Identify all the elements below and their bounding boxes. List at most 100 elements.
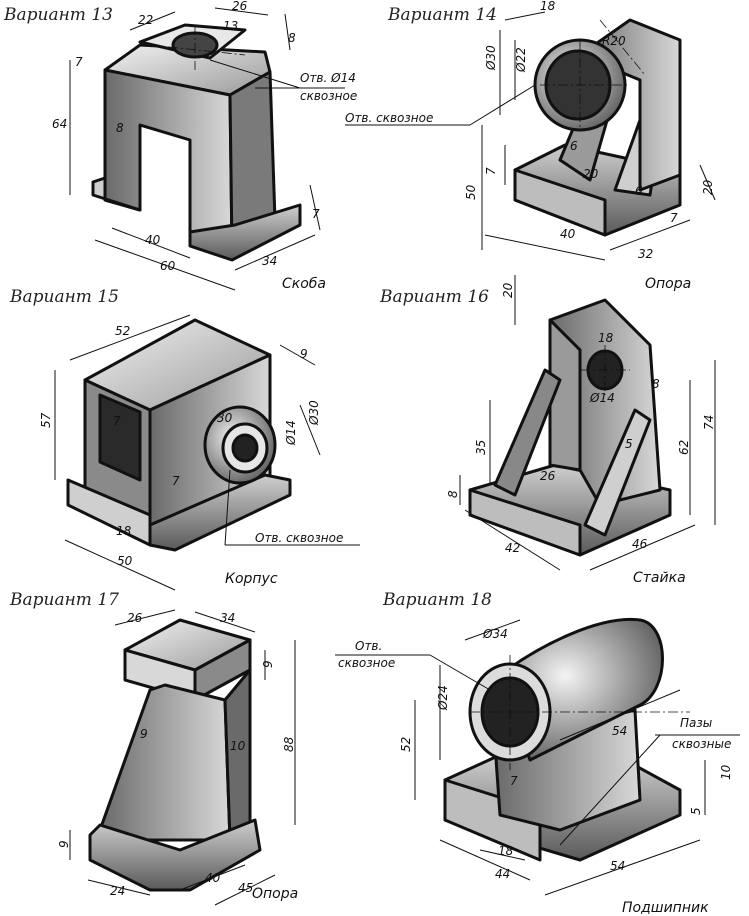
- variant-15-caption: Корпус: [225, 571, 278, 587]
- v18-dim-2: Ø24: [436, 685, 450, 711]
- v16-dim-8: 26: [540, 469, 556, 483]
- v16-dim-12: 46: [632, 537, 648, 551]
- v14-dim-3: Ø30: [484, 45, 498, 71]
- variant-15: Вариант 15 52 9 57 30 Ø14 Ø30 7: [9, 287, 360, 591]
- variant-16-dimensions: 20 18 Ø14 8 74 62 35 26 8 5 42 46: [446, 275, 716, 571]
- v13-note-2: сквозное: [300, 89, 357, 103]
- variant-18: Вариант 18 Ø34 Ø24 52: [335, 590, 740, 916]
- variant-17-dimensions: 26 34 9 9 10 88 9 24 40 45: [57, 609, 296, 906]
- variant-14-dimensions: 18 R20 Ø30 Ø22 7 50 6 20 6 40 32 7 20 От…: [345, 0, 716, 261]
- variant-18-dimensions: Ø34 Ø24 52 54 7 18 44 54 10 5 Отв. сквоз…: [335, 619, 740, 896]
- v15-dim-4: 30: [217, 411, 233, 425]
- v16-dim-5: 74: [702, 415, 716, 430]
- v18-dim-8: 54: [610, 859, 625, 873]
- v13-dim-2: 26: [232, 0, 248, 13]
- variant-18-caption: Подшипник: [622, 900, 709, 916]
- variant-17-title: Вариант 17: [9, 590, 119, 610]
- v15-note-1: Отв. сквозное: [255, 531, 343, 545]
- v18-dim-6: 18: [498, 844, 514, 858]
- variant-14-caption: Опора: [645, 276, 691, 292]
- variant-16-title: Вариант 16: [379, 287, 489, 307]
- v14-dim-10: 40: [560, 227, 576, 241]
- v17-dim-8: 24: [110, 884, 125, 898]
- variant-17: Вариант 17 26 34 9 9 10 88 9 24 4: [9, 590, 298, 906]
- v14-dim-12: 7: [670, 211, 678, 225]
- v16-dim-3: Ø14: [589, 391, 615, 405]
- v15-dim-1: 52: [115, 324, 130, 338]
- v18-dim-1: Ø34: [482, 627, 508, 641]
- variant-15-dimensions: 52 9 57 30 Ø14 Ø30 7 7 18 50 Отв. сквозн…: [39, 314, 360, 591]
- v17-dim-7: 9: [57, 840, 71, 848]
- variant-17-caption: Опора: [252, 886, 298, 902]
- v13-dim-1: 22: [138, 13, 153, 27]
- variant-13-caption: Скоба: [282, 276, 326, 292]
- variant-18-part: [443, 617, 690, 862]
- v13-dim-6: 64: [52, 117, 67, 131]
- v16-dim-11: 42: [505, 541, 520, 555]
- v18-dim-3: 52: [399, 737, 413, 752]
- variant-14: Вариант 14 18 R20 Ø30: [345, 0, 716, 292]
- variant-15-part: [66, 318, 292, 552]
- variant-17-part: [88, 618, 262, 892]
- variant-16: Вариант 16 20 18 Ø14 8 74 62 35: [379, 275, 716, 586]
- v15-dim-3: 57: [39, 412, 53, 428]
- v18-dim-4: 54: [612, 724, 627, 738]
- v18-note-1: Отв.: [355, 639, 382, 653]
- v14-dim-5: 7: [484, 167, 498, 175]
- v18-dim-7: 44: [495, 867, 510, 881]
- v18-note-4: сквозные: [672, 737, 731, 751]
- v13-dim-3: 13: [223, 19, 238, 33]
- v16-dim-1: 20: [501, 282, 515, 298]
- v14-dim-9: 6: [635, 184, 643, 198]
- v14-dim-7: 6: [570, 139, 578, 153]
- v16-dim-6: 62: [677, 440, 691, 455]
- variant-13-dimensions: 22 26 13 8 7 64 8 40 60 34 7 Отв. Ø14 ск…: [52, 0, 357, 291]
- v13-note-1: Отв. Ø14: [300, 71, 356, 85]
- v18-note-3: Пазы: [680, 716, 712, 730]
- v16-dim-2: 18: [598, 331, 614, 345]
- v17-dim-9: 40: [205, 871, 221, 885]
- v15-dim-5: Ø14: [284, 420, 298, 446]
- v13-dim-4: 8: [288, 31, 296, 45]
- variant-13-part: [91, 23, 302, 262]
- v18-dim-9: 10: [719, 764, 733, 780]
- v13-dim-11: 7: [312, 207, 320, 221]
- v17-dim-3: 9: [261, 660, 275, 668]
- v17-dim-10: 45: [238, 881, 253, 895]
- v17-dim-6: 88: [282, 736, 296, 752]
- v14-dim-2: R20: [602, 34, 626, 48]
- variant-16-part: [468, 298, 672, 557]
- v17-dim-4: 9: [140, 727, 148, 741]
- v15-dim-7: 7: [113, 414, 121, 428]
- v13-dim-8: 40: [145, 233, 161, 247]
- v18-dim-5: 7: [510, 774, 518, 788]
- v15-dim-2: 9: [300, 347, 308, 361]
- v16-dim-10: 5: [625, 437, 633, 451]
- v18-note-2: сквозное: [338, 656, 395, 670]
- v14-dim-8: 20: [583, 167, 599, 181]
- variant-14-title: Вариант 14: [387, 5, 497, 25]
- v15-dim-10: 50: [117, 554, 133, 568]
- v14-dim-13: 20: [701, 179, 715, 195]
- v14-dim-4: Ø22: [514, 47, 528, 73]
- v16-dim-9: 8: [446, 490, 460, 498]
- v13-dim-5: 7: [75, 55, 83, 69]
- variant-18-title: Вариант 18: [382, 590, 492, 610]
- v18-dim-10: 5: [689, 807, 703, 815]
- variant-13-title: Вариант 13: [3, 5, 113, 25]
- v16-dim-7: 35: [474, 440, 488, 455]
- v13-dim-10: 34: [262, 254, 277, 268]
- v17-dim-5: 10: [230, 739, 246, 753]
- v14-dim-11: 32: [638, 247, 653, 261]
- variant-15-title: Вариант 15: [9, 287, 119, 307]
- v17-dim-2: 34: [220, 611, 235, 625]
- v15-dim-6: Ø30: [307, 400, 321, 426]
- v14-dim-1: 18: [540, 0, 556, 13]
- variant-14-part: [513, 18, 682, 237]
- v15-dim-8: 7: [172, 474, 180, 488]
- v13-dim-7: 8: [116, 121, 124, 135]
- variant-16-caption: Стайка: [633, 570, 686, 586]
- v15-dim-9: 18: [116, 524, 132, 538]
- v14-dim-6: 50: [464, 184, 478, 200]
